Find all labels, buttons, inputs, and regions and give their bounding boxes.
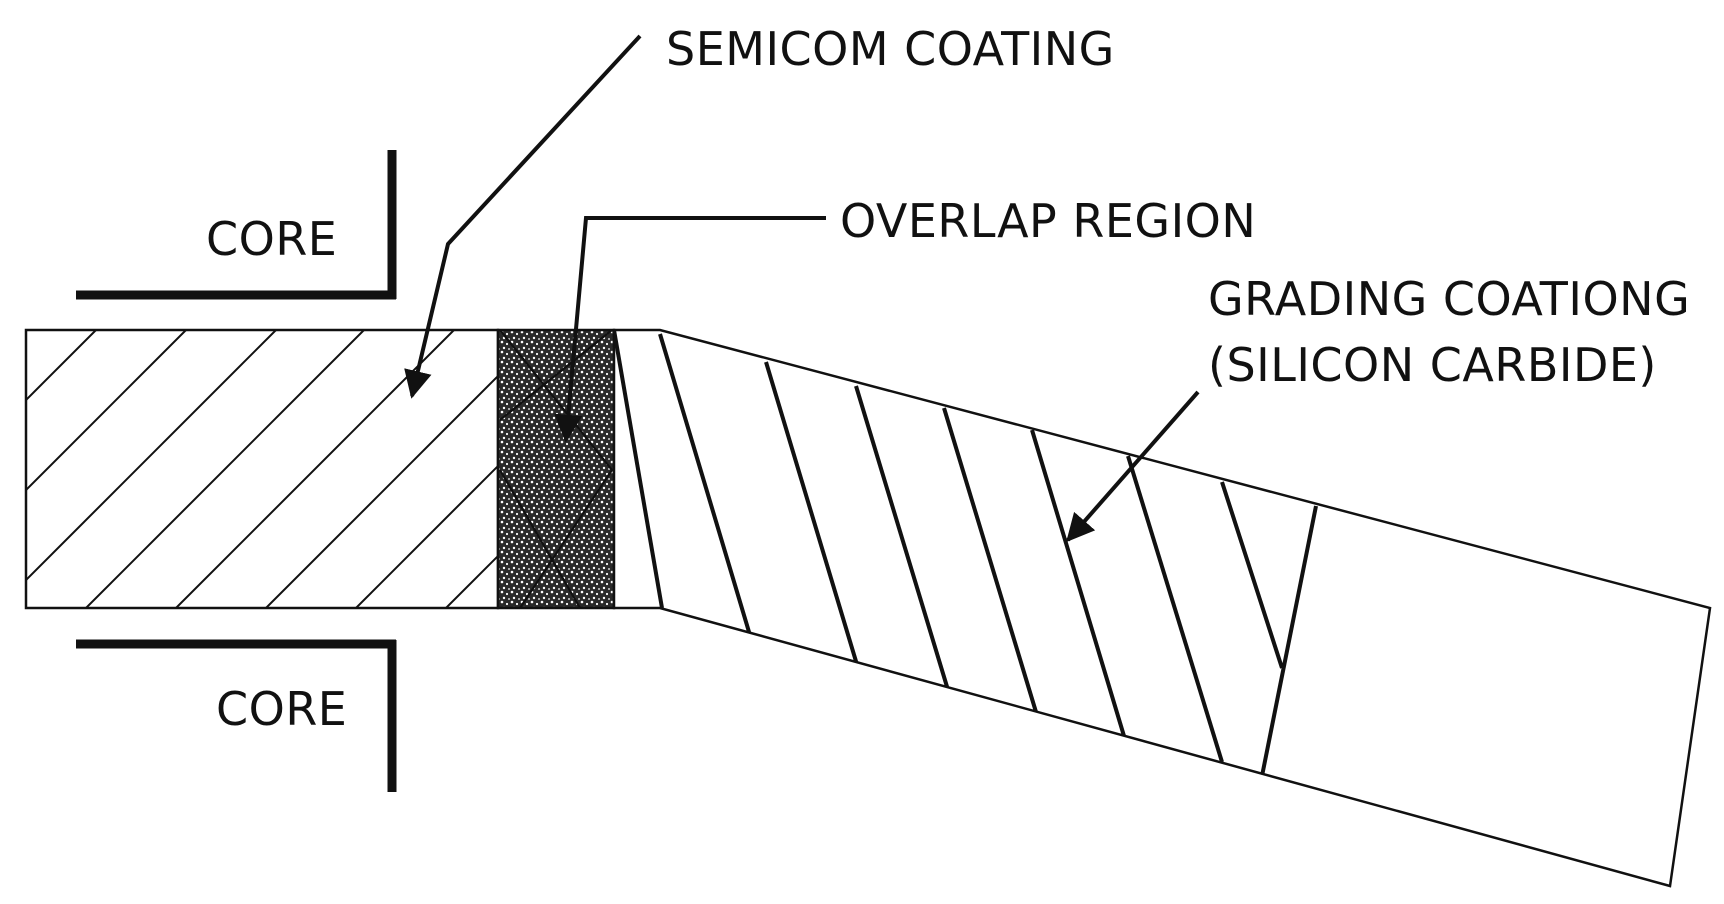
core-bottom-label: CORE [216,682,348,736]
grading-coating-label-line2: (SILICON CARBIDE) [1208,338,1657,392]
core-top-label: CORE [206,212,338,266]
core-bottom-bracket [76,639,397,792]
overlap-leader-arrow [554,216,826,443]
grading-coating-label-line1: GRADING COATIONG [1208,272,1691,326]
semicon-coating-label: SEMICOM COATING [666,22,1115,76]
overlap-region [496,328,616,610]
core-top-bracket [76,150,397,300]
semicon-leader-arrow [404,34,642,399]
grading-leader-arrow [1066,390,1200,543]
overlap-region-label: OVERLAP REGION [840,194,1257,248]
grading-coating-section [612,328,1712,888]
